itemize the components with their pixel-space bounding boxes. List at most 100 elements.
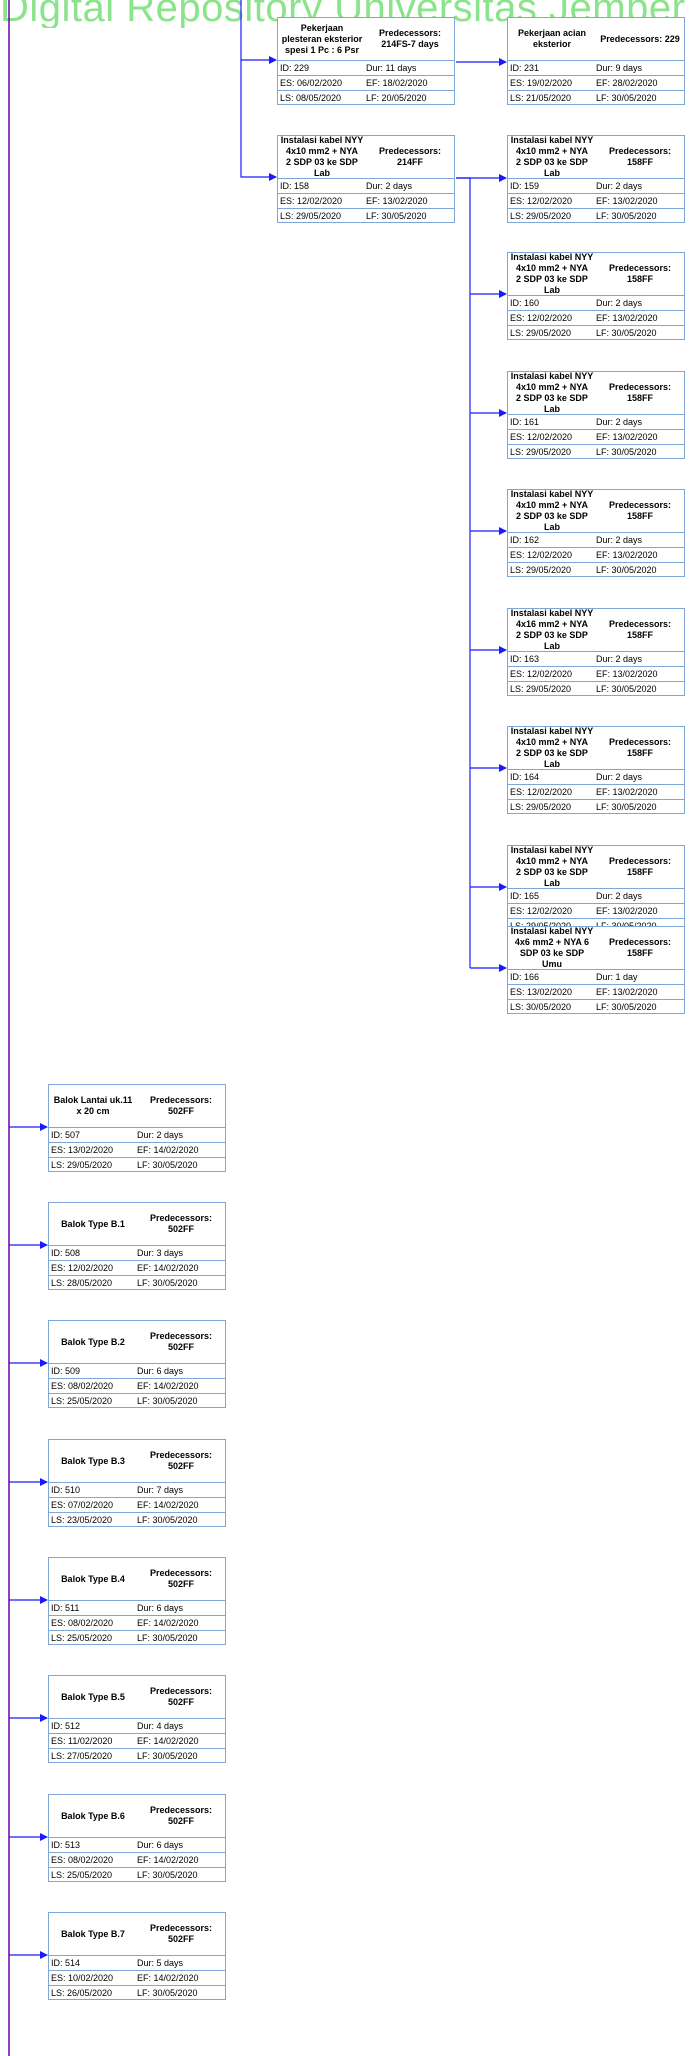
task-duration: Dur: 2 days xyxy=(137,1130,184,1140)
task-name: Balok Type B.4 xyxy=(61,1573,125,1584)
task-predecessors: Predecessors: 158FF xyxy=(608,619,672,640)
task-duration: Dur: 7 days xyxy=(137,1485,184,1495)
task-id: ID: 159 xyxy=(510,181,540,191)
task-late-finish: LF: 30/05/2020 xyxy=(137,1870,198,1880)
task-early-finish: EF: 13/02/2020 xyxy=(596,787,658,797)
task-early-finish: EF: 14/02/2020 xyxy=(137,1500,199,1510)
task-card-160[interactable]: Instalasi kabel NYY 4x10 mm2 + NYA 2 SDP… xyxy=(507,252,685,340)
task-late-finish: LF: 30/05/2020 xyxy=(137,1751,198,1761)
task-id: ID: 164 xyxy=(510,772,540,782)
task-card-165[interactable]: Instalasi kabel NYY 4x10 mm2 + NYA 2 SDP… xyxy=(507,845,685,933)
task-id: ID: 229 xyxy=(280,63,310,73)
task-id: ID: 160 xyxy=(510,298,540,308)
task-duration: Dur: 2 days xyxy=(596,654,643,664)
task-card-159[interactable]: Instalasi kabel NYY 4x10 mm2 + NYA 2 SDP… xyxy=(507,135,685,223)
task-late-finish: LF: 30/05/2020 xyxy=(137,1278,198,1288)
task-late-finish: LF: 30/05/2020 xyxy=(596,565,657,575)
task-late-finish: LF: 30/05/2020 xyxy=(137,1515,198,1525)
task-early-finish: EF: 13/02/2020 xyxy=(596,550,658,560)
task-card-229[interactable]: Pekerjaan plesteran eksterior spesi 1 Pc… xyxy=(277,17,455,105)
task-late-finish: LF: 30/05/2020 xyxy=(137,1633,198,1643)
task-name: Balok Type B.7 xyxy=(61,1928,125,1939)
task-duration: Dur: 2 days xyxy=(596,535,643,545)
task-late-start: LS: 29/05/2020 xyxy=(510,328,572,338)
task-late-finish: LF: 30/05/2020 xyxy=(596,93,657,103)
task-early-start: ES: 12/02/2020 xyxy=(510,550,573,560)
task-early-start: ES: 12/02/2020 xyxy=(510,196,573,206)
task-card-158[interactable]: Instalasi kabel NYY 4x10 mm2 + NYA 2 SDP… xyxy=(277,135,455,223)
task-duration: Dur: 2 days xyxy=(596,417,643,427)
task-id: ID: 510 xyxy=(51,1485,81,1495)
task-id: ID: 512 xyxy=(51,1721,81,1731)
task-duration: Dur: 3 days xyxy=(137,1248,184,1258)
task-late-finish: LF: 30/05/2020 xyxy=(596,328,657,338)
task-late-start: LS: 27/05/2020 xyxy=(51,1751,113,1761)
task-early-finish: EF: 13/02/2020 xyxy=(596,987,658,997)
task-name: Instalasi kabel NYY 4x10 mm2 + NYA 2 SDP… xyxy=(510,253,594,295)
task-late-start: LS: 28/05/2020 xyxy=(51,1278,113,1288)
task-duration: Dur: 6 days xyxy=(137,1840,184,1850)
task-id: ID: 513 xyxy=(51,1840,81,1850)
task-early-start: ES: 12/02/2020 xyxy=(280,196,343,206)
task-late-start: LS: 29/05/2020 xyxy=(510,211,572,221)
task-predecessors: Predecessors: 214FS-7 days xyxy=(378,28,442,49)
task-card-164[interactable]: Instalasi kabel NYY 4x10 mm2 + NYA 2 SDP… xyxy=(507,726,685,814)
task-predecessors: Predecessors: 502FF xyxy=(149,1923,213,1944)
task-id: ID: 507 xyxy=(51,1130,81,1140)
task-early-start: ES: 12/02/2020 xyxy=(510,432,573,442)
task-early-start: ES: 13/02/2020 xyxy=(51,1145,114,1155)
task-early-finish: EF: 14/02/2020 xyxy=(137,1973,199,1983)
task-predecessors: Predecessors: 502FF xyxy=(149,1331,213,1352)
task-late-start: LS: 25/05/2020 xyxy=(51,1633,113,1643)
task-early-start: ES: 12/02/2020 xyxy=(510,906,573,916)
task-name: Balok Type B.6 xyxy=(61,1810,125,1821)
task-id: ID: 163 xyxy=(510,654,540,664)
task-late-finish: LF: 30/05/2020 xyxy=(137,1988,198,1998)
task-late-finish: LF: 30/05/2020 xyxy=(596,1002,657,1012)
task-late-start: LS: 29/05/2020 xyxy=(280,211,342,221)
task-card-162[interactable]: Instalasi kabel NYY 4x10 mm2 + NYA 2 SDP… xyxy=(507,489,685,577)
task-late-finish: LF: 30/05/2020 xyxy=(596,802,657,812)
task-early-start: ES: 07/02/2020 xyxy=(51,1500,114,1510)
task-late-finish: LF: 20/05/2020 xyxy=(366,93,427,103)
task-card-166[interactable]: Instalasi kabel NYY 4x6 mm2 + NYA 6 SDP … xyxy=(507,926,685,1014)
task-duration: Dur: 2 days xyxy=(596,181,643,191)
task-early-finish: EF: 13/02/2020 xyxy=(366,196,428,206)
task-duration: Dur: 4 days xyxy=(137,1721,184,1731)
task-predecessors: Predecessors: 158FF xyxy=(608,856,672,877)
task-predecessors: Predecessors: 158FF xyxy=(608,500,672,521)
task-early-finish: EF: 18/02/2020 xyxy=(366,78,428,88)
task-card-163[interactable]: Instalasi kabel NYY 4x16 mm2 + NYA 2 SDP… xyxy=(507,608,685,696)
task-early-finish: EF: 13/02/2020 xyxy=(596,906,658,916)
task-early-start: ES: 19/02/2020 xyxy=(510,78,573,88)
task-late-start: LS: 25/05/2020 xyxy=(51,1396,113,1406)
task-early-start: ES: 12/02/2020 xyxy=(510,313,573,323)
task-late-finish: LF: 30/05/2020 xyxy=(596,211,657,221)
task-name: Instalasi kabel NYY 4x16 mm2 + NYA 2 SDP… xyxy=(510,609,594,651)
task-predecessors: Predecessors: 158FF xyxy=(608,263,672,284)
task-name: Instalasi kabel NYY 4x10 mm2 + NYA 2 SDP… xyxy=(510,372,594,414)
task-predecessors: Predecessors: 502FF xyxy=(149,1568,213,1589)
task-early-finish: EF: 14/02/2020 xyxy=(137,1618,199,1628)
task-duration: Dur: 11 days xyxy=(366,63,417,73)
task-card-161[interactable]: Instalasi kabel NYY 4x10 mm2 + NYA 2 SDP… xyxy=(507,371,685,459)
task-duration: Dur: 5 days xyxy=(137,1958,184,1968)
task-name: Instalasi kabel NYY 4x10 mm2 + NYA 2 SDP… xyxy=(510,846,594,888)
task-predecessors: Predecessors: 502FF xyxy=(149,1686,213,1707)
task-early-finish: EF: 13/02/2020 xyxy=(596,669,658,679)
task-late-finish: LF: 30/05/2020 xyxy=(596,684,657,694)
task-name: Instalasi kabel NYY 4x10 mm2 + NYA 2 SDP… xyxy=(510,727,594,769)
task-early-finish: EF: 14/02/2020 xyxy=(137,1855,199,1865)
task-early-finish: EF: 28/02/2020 xyxy=(596,78,658,88)
task-early-start: ES: 06/02/2020 xyxy=(280,78,343,88)
task-predecessors: Predecessors: 158FF xyxy=(608,146,672,167)
